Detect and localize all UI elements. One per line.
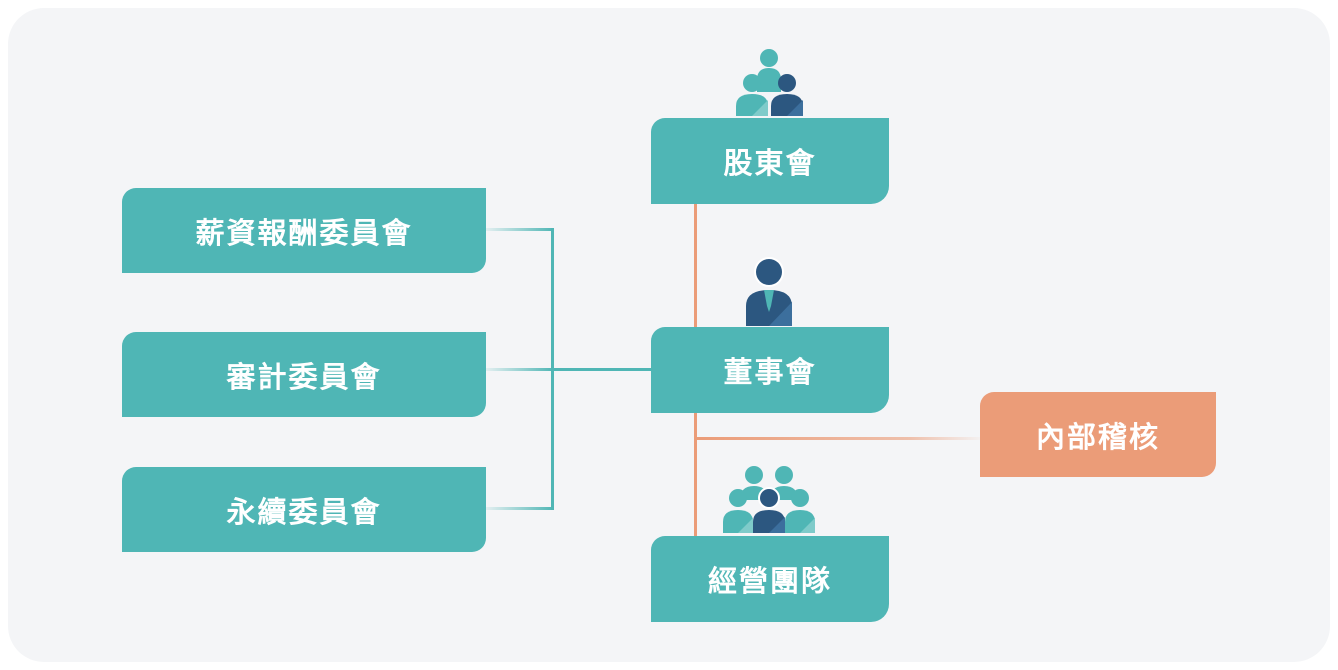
committee-box-audit: 審計委員會	[122, 332, 486, 417]
connector-to-board	[551, 368, 652, 371]
shareholders-box: 股東會	[651, 118, 889, 204]
internal-audit-label: 內部稽核	[1035, 419, 1160, 454]
connector-committee-2	[486, 368, 554, 371]
connector-committee-3	[486, 507, 554, 510]
internal-audit-box: 內部稽核	[980, 392, 1216, 477]
connector-to-audit	[697, 437, 980, 440]
connector-committee-1	[486, 228, 554, 231]
committee-label: 薪資報酬委員會	[195, 215, 413, 250]
board-label: 董事會	[723, 355, 817, 389]
committee-label: 永續委員會	[226, 494, 382, 529]
businessman-icon	[746, 257, 792, 326]
management-label: 經營團隊	[707, 564, 832, 598]
connector-shareholders-board	[694, 203, 697, 329]
management-box: 經營團隊	[651, 536, 889, 622]
board-box: 董事會	[651, 327, 889, 413]
committee-label: 審計委員會	[226, 359, 382, 394]
committee-box-sustainability: 永續委員會	[122, 467, 486, 552]
connector-board-management	[694, 411, 697, 538]
team-icon	[723, 466, 815, 533]
shareholders-label: 股東會	[723, 146, 817, 180]
people-group-icon	[736, 49, 803, 116]
committee-box-compensation: 薪資報酬委員會	[122, 188, 486, 273]
